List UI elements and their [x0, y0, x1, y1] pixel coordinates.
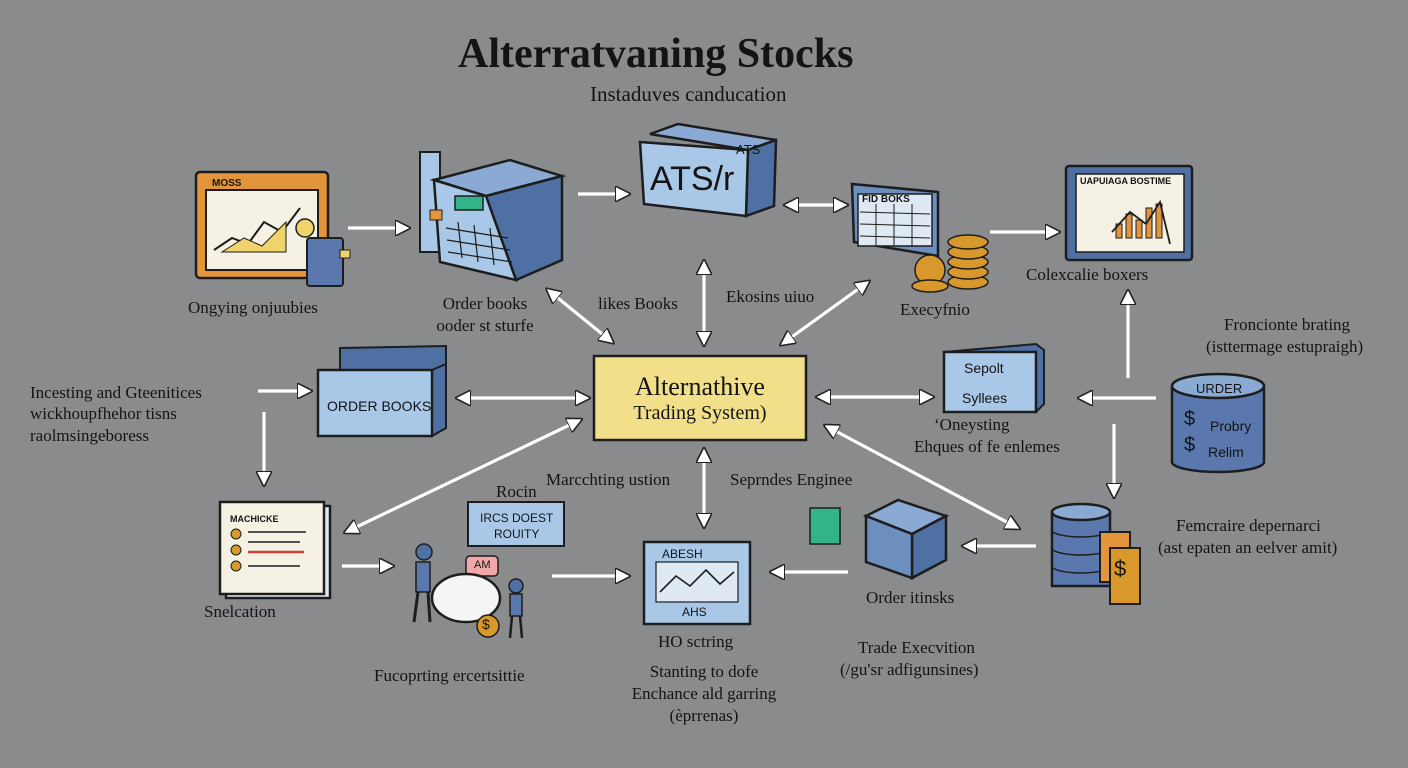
cylinder-line3: Relim — [1208, 444, 1244, 460]
ats-label: ATS/r — [650, 160, 735, 198]
people-caption: Fucoprting ercertsittie — [374, 666, 525, 685]
center-box-label: Alternathive Trading System) — [594, 356, 806, 440]
sepolt-box — [942, 342, 1045, 414]
right-mid-line1: Femcraire depernarci — [1176, 516, 1321, 535]
arrow-center-database — [826, 426, 1018, 528]
edge-label-likes-books: likes Books — [598, 294, 678, 313]
left-block-line1: Incesting and Gteenitices — [30, 383, 202, 402]
left-block-line3: raolmsingeboress — [30, 426, 149, 445]
trade-exec-line2: (/gu'sr adfigunsines) — [840, 660, 979, 679]
selection-document — [218, 500, 332, 600]
people-tag-line1: IRCS DOEST — [480, 511, 554, 525]
order-books-mid-label: ORDER BOOKS — [327, 398, 432, 414]
connector-arrows — [258, 194, 1156, 576]
monitor-chart-icon — [1064, 164, 1194, 262]
order-cylinder — [1170, 372, 1266, 474]
aresh-caption: HO sctring — [658, 632, 734, 651]
sepolt-line2: Syllees — [962, 390, 1008, 406]
cylinder-line1: URDER — [1196, 381, 1243, 396]
order-risks-cube — [809, 498, 950, 581]
ledger-coins-icon — [850, 182, 989, 293]
ledger-tag: FID BOKS — [862, 194, 910, 205]
left-block-line2: wickhoupfhehor tisns — [30, 404, 177, 423]
arrow-ledger-center — [782, 282, 868, 344]
dollar-coin-icon: $ — [482, 616, 490, 632]
right-mid-line2: (ast epaten an eelver amit) — [1158, 538, 1338, 557]
sepolt-line1: Sepolt — [964, 360, 1004, 376]
order-books-box — [316, 344, 447, 438]
bottom-line2: Enchance ald garring — [631, 684, 777, 703]
aresh-chart-box — [642, 540, 752, 626]
people-top-label: Rocin — [496, 482, 537, 501]
order-books-top-caption2: ooder st sturfe — [436, 316, 534, 335]
ats-cube — [638, 122, 778, 218]
cylinder-line2: Probry — [1210, 418, 1252, 434]
monitor-caption: Colexcalie boxers — [1026, 265, 1149, 284]
order-risks-caption: Order itinsks — [866, 588, 955, 607]
order-books-top-caption1: Order books — [442, 294, 528, 313]
ats-tag: ATS — [736, 142, 761, 157]
ledger-caption: Execyfnio — [900, 300, 970, 319]
tablet-tag: MOSS — [212, 178, 242, 189]
dollar-sign-icon: $ — [1184, 408, 1196, 430]
center-label-line1: Alternathive — [635, 371, 765, 401]
edge-label-matching: Marcchting ustion — [546, 470, 671, 489]
arrow-orderbooks-center — [548, 290, 612, 342]
edge-label-exosins: Ekosins uiuo — [726, 287, 815, 306]
trade-exec-line1: Trade Execvition — [858, 638, 975, 657]
center-label-line2: Trading System) — [633, 401, 767, 424]
selection-caption: Snelcation — [204, 602, 276, 621]
people-meeting-icon — [412, 501, 565, 639]
sepolt-caption1: ʻOneysting — [934, 415, 1010, 434]
sepolt-caption2: Ehques of fe enlemes — [914, 437, 1060, 456]
dollar-sign-icon-2: $ — [1184, 434, 1196, 456]
aresh-sub: AHS — [682, 605, 707, 619]
right-top-line1: Froncionte brating — [1224, 315, 1351, 334]
speech-bubble-text: AM — [474, 559, 491, 571]
arrow-center-selection — [346, 420, 580, 532]
monitor-tag: UAPUIAGA BOSTIME — [1080, 176, 1172, 186]
database-stack-icon — [1050, 502, 1141, 605]
aresh-tag: ABESH — [662, 547, 703, 561]
bottom-line3: (èprrenas) — [669, 706, 739, 725]
diagram-subtitle: Instaduves canducation — [590, 82, 787, 106]
dollar-card-icon: $ — [1114, 556, 1127, 581]
tablet-caption: Ongying onjuubies — [188, 298, 318, 317]
order-books-stack-icon — [419, 151, 567, 282]
right-top-line2: (isttermage estupraigh) — [1206, 337, 1364, 356]
tablet-chart-icon — [194, 170, 351, 287]
bottom-line1: Stanting to dofe — [649, 662, 759, 681]
center-box — [592, 354, 808, 442]
diagram-title: Alterratvaning Stocks — [458, 31, 854, 77]
edge-label-seprndes: Seprndes Enginee — [730, 470, 853, 489]
selection-tag: MACHICKE — [230, 514, 279, 524]
people-tag-line2: ROUITY — [494, 527, 540, 541]
